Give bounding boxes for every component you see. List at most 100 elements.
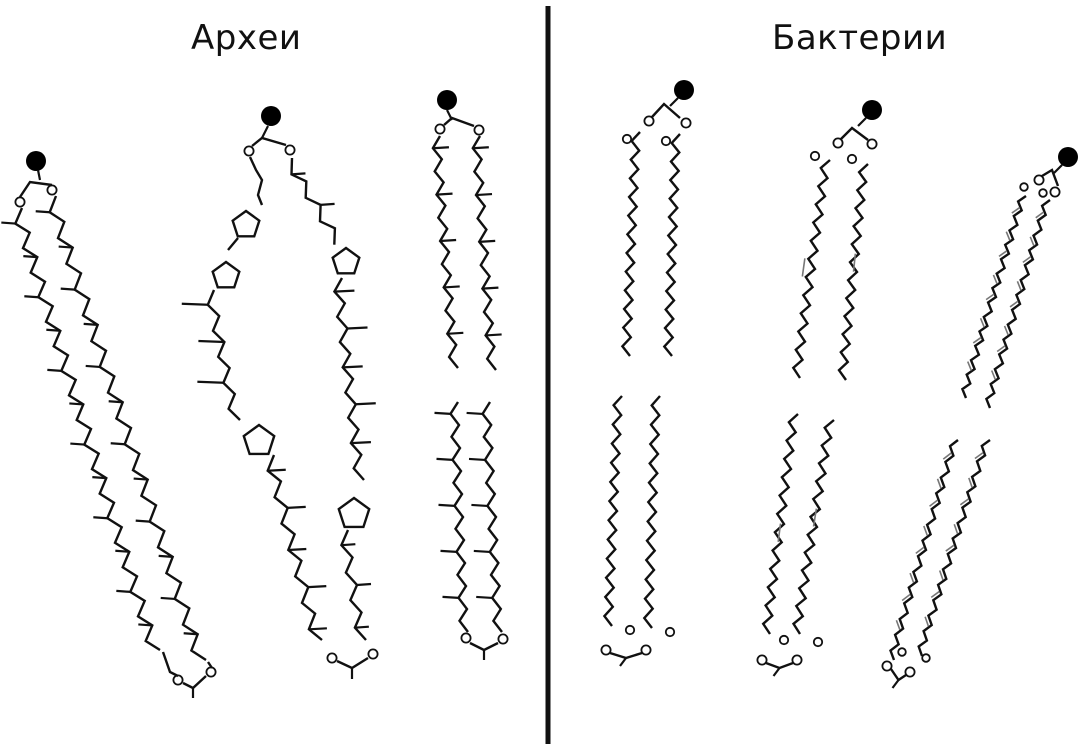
methyl-branch [291, 172, 306, 176]
fatty-acid-chain [602, 395, 623, 627]
glycerol-bond [772, 667, 781, 677]
isoprenoid-chain [227, 237, 239, 251]
oxygen-atom [460, 632, 472, 644]
methyl-branch [83, 322, 98, 326]
oxygen-atom [1033, 174, 1045, 186]
methyl-branch [479, 239, 496, 243]
methyl-branch [334, 289, 355, 293]
methyl-branch [475, 192, 493, 197]
double-bond [909, 572, 915, 583]
methyl-branch [46, 328, 61, 332]
methyl-branch [476, 595, 493, 600]
oxygen-atom [680, 117, 692, 129]
archaea-lipid-3 [431, 90, 509, 660]
phosphate-head [862, 100, 882, 120]
double-bond [938, 570, 944, 581]
double-bond [852, 253, 857, 272]
oxygen-atom [643, 115, 655, 127]
double-bond [1011, 206, 1021, 214]
methyl-branch [23, 255, 38, 259]
methyl-branch [85, 364, 100, 369]
fatty-acid-chain [889, 439, 959, 661]
oxygen-atom [904, 666, 916, 678]
methyl-branch [115, 549, 130, 553]
isoprenoid-chain [248, 156, 264, 206]
isoprenoid-chain [431, 135, 459, 369]
double-bond [1009, 300, 1019, 308]
double-bond [1029, 236, 1035, 247]
double-bond [942, 452, 952, 460]
methyl-branch [350, 441, 371, 445]
methyl-branch [133, 477, 148, 481]
methyl-branch [443, 285, 460, 289]
methyl-branch [1, 221, 16, 225]
bacteria-lipid-3 [881, 147, 1078, 689]
phosphate-head [674, 80, 694, 100]
isoprenoid-chain [13, 207, 161, 652]
methyl-branch [342, 365, 363, 369]
double-bond [953, 523, 959, 534]
fatty-acid-chain [917, 439, 991, 657]
oxygen-atom [791, 654, 803, 666]
glycerol-backbone [840, 126, 869, 141]
double-bond [996, 345, 1006, 353]
oxygen-atom [205, 666, 217, 678]
archaea-title: Археи [191, 18, 302, 58]
carbonyl-oxygen [1019, 182, 1029, 192]
isoprenoid-chain [449, 401, 469, 633]
double-bond [929, 499, 939, 507]
methyl-branch [287, 505, 306, 509]
methyl-branch [482, 286, 499, 290]
methyl-branch [108, 400, 123, 404]
double-bond [945, 544, 955, 552]
bacteria-lipids-group [600, 80, 1078, 689]
glycerol-backbone [1041, 168, 1060, 187]
carbonyl-oxygen [1038, 188, 1048, 198]
fatty-acid-chain [984, 199, 1051, 409]
carbonyl-oxygen [921, 653, 931, 663]
glycerol-bond [857, 117, 867, 127]
isoprenoid-chain [481, 401, 503, 633]
methyl-branch [436, 192, 453, 196]
methyl-branch [197, 380, 224, 384]
double-bond [968, 477, 973, 488]
glycerol-backbone [469, 641, 499, 652]
methyl-branch [466, 411, 483, 416]
double-bond [930, 590, 940, 599]
double-bond [895, 619, 901, 631]
double-bond [998, 250, 1008, 258]
methyl-branch [138, 623, 153, 627]
methyl-branch [320, 202, 335, 206]
glycerol-bond [619, 657, 627, 667]
double-bond [923, 525, 929, 536]
methyl-branch [181, 302, 208, 306]
double-bond [777, 523, 782, 542]
oxygen-atom [284, 144, 296, 156]
phosphate-head [261, 106, 281, 126]
double-bond [936, 478, 942, 489]
carbonyl-oxygen [778, 634, 790, 646]
fatty-acid-chain [642, 395, 661, 629]
fatty-acid-chain [662, 133, 681, 357]
isoprenoid-chain [290, 157, 337, 245]
carbonyl-oxygen [664, 626, 676, 638]
methyl-branch [440, 238, 457, 243]
double-bond [801, 258, 806, 277]
methyl-branch [92, 476, 107, 480]
oxygen-atom [326, 652, 338, 664]
fatty-acid-chain [761, 413, 799, 635]
bacteria-lipid-1 [600, 80, 694, 667]
carbonyl-oxygen [660, 135, 672, 147]
double-bond [979, 317, 985, 328]
glycerol-backbone [443, 116, 475, 128]
chain-end [207, 661, 213, 669]
glycerol-bond [36, 169, 42, 181]
oxygen-atom [866, 138, 878, 150]
glycerol-backbone [182, 675, 207, 690]
glycerol-backbone [19, 180, 53, 198]
methyl-branch [198, 339, 225, 344]
methyl-branch [308, 585, 327, 589]
oxygen-atom [14, 196, 26, 208]
bacteria-lipid-2 [756, 100, 882, 677]
